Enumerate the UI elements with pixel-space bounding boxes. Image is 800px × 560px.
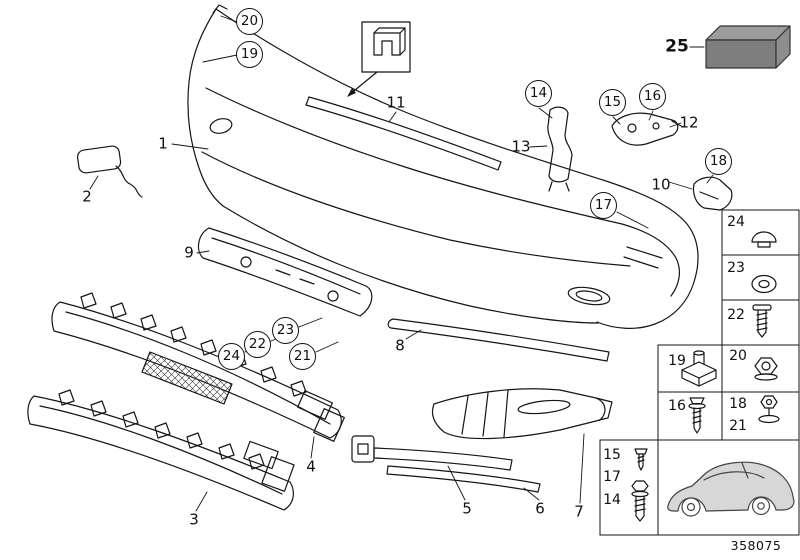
foam-block-25 (705, 25, 791, 69)
screw-icon (752, 304, 772, 338)
callout-circled-21[interactable]: 21 (289, 343, 316, 370)
callout-7[interactable]: 7 (574, 502, 584, 521)
callout-2[interactable]: 2 (82, 187, 92, 206)
panel-label-20[interactable]: 20 (729, 348, 747, 364)
profile-inset-box (347, 21, 411, 97)
leader-lines (89, 15, 714, 512)
callout-circled-24[interactable]: 24 (218, 343, 245, 370)
plate-filler-9-drawing (197, 227, 373, 317)
callout-9[interactable]: 9 (184, 243, 194, 262)
callout-4[interactable]: 4 (306, 457, 316, 476)
panel-label-15[interactable]: 15 (603, 447, 621, 463)
panel-label-17[interactable]: 17 (603, 469, 621, 485)
screw-with-washer-icon (688, 397, 706, 434)
panel-label-23[interactable]: 23 (727, 260, 745, 276)
callout-circled-20[interactable]: 20 (236, 8, 263, 35)
callout-3[interactable]: 3 (189, 510, 199, 529)
panel-label-19[interactable]: 19 (668, 353, 686, 369)
washer-bracket-12-drawing (611, 112, 684, 146)
hex-flange-nut-icon (754, 357, 778, 381)
panel-label-21[interactable]: 21 (729, 418, 747, 434)
callout-5[interactable]: 5 (462, 499, 472, 518)
callout-6[interactable]: 6 (535, 499, 545, 518)
callout-circled-14[interactable]: 14 (525, 80, 552, 107)
callout-11[interactable]: 11 (386, 93, 406, 112)
small-screw-icon (634, 448, 648, 471)
support-bracket-13-drawing (547, 106, 573, 192)
strip-6-drawing (386, 465, 541, 493)
callout-25[interactable]: 25 (665, 36, 689, 57)
callout-12[interactable]: 12 (679, 113, 699, 132)
grommet-icon (751, 274, 777, 294)
callout-circled-19[interactable]: 19 (236, 41, 263, 68)
hex-nut-washer-icon (758, 395, 780, 424)
callout-1[interactable]: 1 (158, 134, 168, 153)
callout-circled-22[interactable]: 22 (244, 331, 271, 358)
bracket-10-drawing (692, 176, 733, 211)
car-silhouette (667, 461, 795, 517)
callout-circled-17[interactable]: 17 (590, 192, 617, 219)
trim-strip-8-drawing (387, 318, 610, 362)
callout-circled-18[interactable]: 18 (705, 148, 732, 175)
callout-circled-23[interactable]: 23 (272, 317, 299, 344)
figure-number: 358075 (730, 537, 782, 553)
hex-bolt-icon (631, 480, 649, 522)
callout-8[interactable]: 8 (395, 336, 405, 355)
callout-10[interactable]: 10 (651, 175, 671, 194)
panel-label-18[interactable]: 18 (729, 396, 747, 412)
panel-label-22[interactable]: 22 (727, 307, 745, 323)
expanding-nut-icon (681, 350, 717, 387)
cap-nut-icon (751, 231, 777, 248)
callout-circled-16[interactable]: 16 (639, 83, 666, 110)
bumper-cover-drawing (187, 4, 699, 329)
trim-strip-11-drawing (305, 96, 502, 171)
carrier-4-drawing (51, 292, 345, 442)
callout-13[interactable]: 13 (511, 137, 531, 156)
tow-eye-cover-drawing (76, 145, 143, 198)
carrier-3-drawing (27, 389, 295, 511)
panel-label-16[interactable]: 16 (668, 398, 686, 414)
grille-strip-7-drawing (431, 388, 613, 440)
panel-label-14[interactable]: 14 (603, 492, 621, 508)
callout-circled-15[interactable]: 15 (599, 89, 626, 116)
strip-5-drawing (351, 435, 513, 471)
hardware-panel-grid (599, 209, 800, 536)
panel-label-24[interactable]: 24 (727, 214, 745, 230)
